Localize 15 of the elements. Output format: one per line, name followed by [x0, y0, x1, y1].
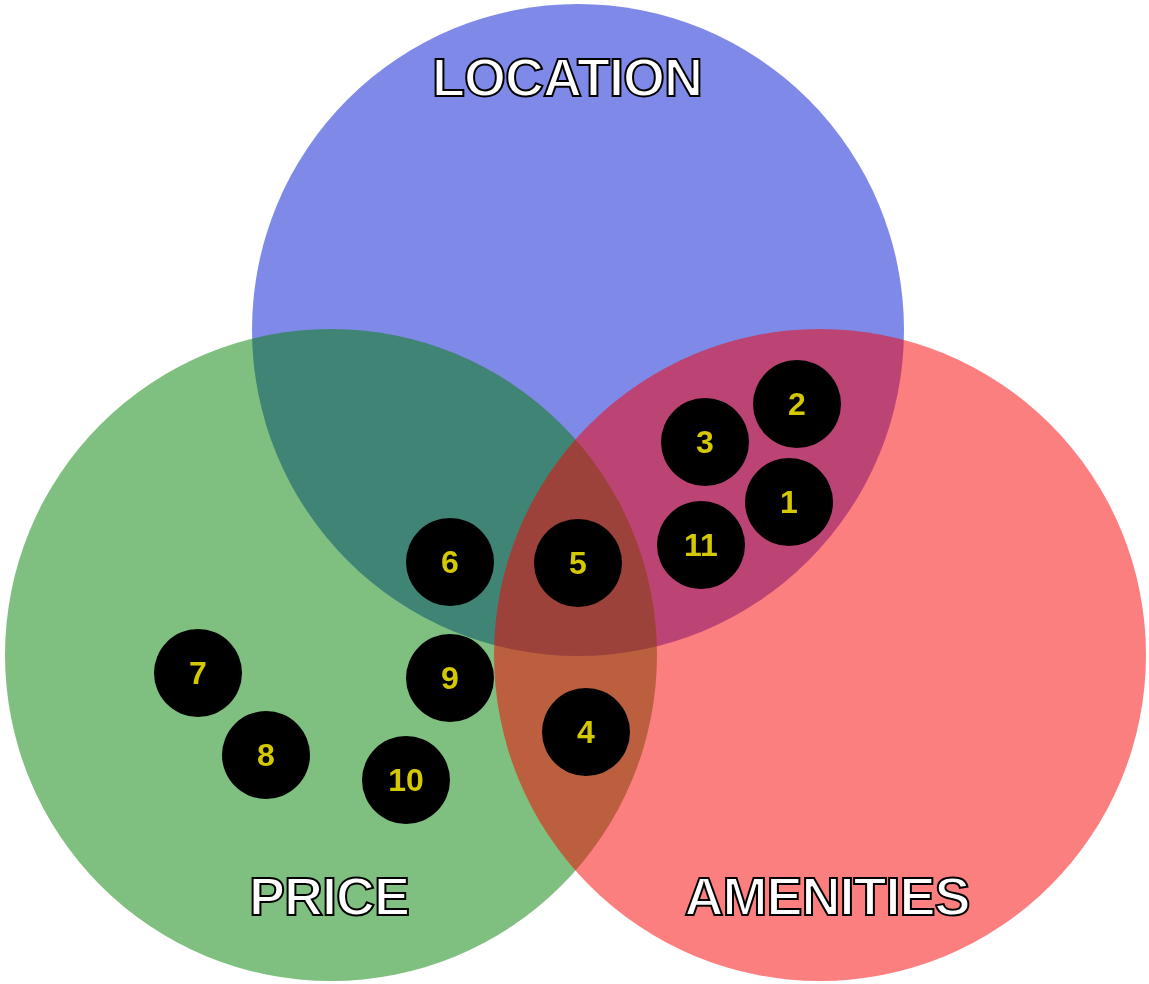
dot-number: 8 — [257, 736, 275, 774]
dot-number: 10 — [388, 761, 424, 799]
dot-number: 11 — [684, 526, 718, 564]
dot-number: 6 — [441, 543, 459, 581]
circle-heading: LOCATION — [432, 46, 702, 108]
numbered-dot — [745, 458, 833, 546]
dot-number: 2 — [788, 385, 806, 423]
circle-heading: AMENITIES — [684, 865, 970, 927]
dot-number: 5 — [569, 544, 587, 582]
dot-number: 4 — [577, 713, 595, 751]
circle-heading: PRICE — [249, 865, 409, 927]
dot-number: 1 — [780, 483, 798, 521]
dot-number: 9 — [441, 659, 459, 697]
dot-number: 3 — [696, 423, 714, 461]
dot-number: 7 — [189, 654, 207, 692]
